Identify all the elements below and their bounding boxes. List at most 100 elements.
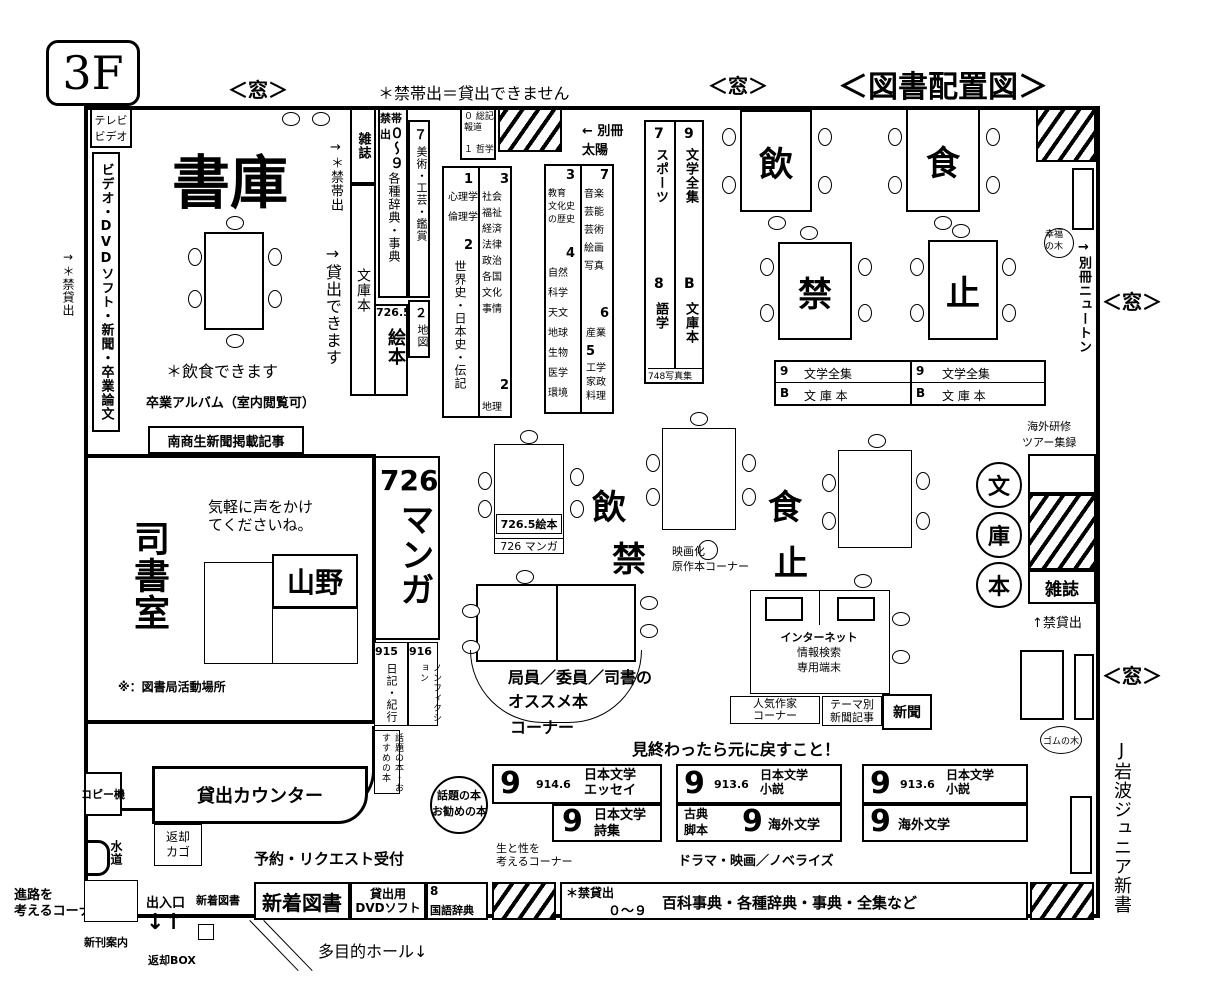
classic-label: 古典 脚本 — [684, 807, 709, 837]
bunko-label: 文庫本 — [683, 302, 698, 344]
return-box-icon — [198, 924, 214, 940]
general-philosophy-shelf: ０ 総記 報道 １ 哲学 — [460, 108, 496, 160]
entrance-arrows-icon: ↓↑ — [146, 910, 183, 935]
chair — [910, 304, 924, 322]
side-shelf — [1074, 654, 1094, 720]
diary-shelf: 915 日記・紀行 — [374, 642, 408, 726]
window-label-top-left: ＜窓＞ — [228, 78, 288, 102]
shelf-divider — [674, 122, 676, 368]
dvd-loan-shelf: 貸出用 DVDソフト — [350, 882, 426, 920]
bunko-circle: 文 — [976, 462, 1022, 508]
separate-newton: →別冊ニュートン — [1076, 240, 1091, 354]
chair — [934, 216, 952, 230]
stacks-no-loan-arrow: →＊禁帯出 — [328, 140, 343, 212]
drama-label: ドラマ・映画／ノベライズ — [678, 854, 834, 869]
lit-label: 海外文学 — [768, 818, 821, 833]
manga-label: マンガ — [394, 502, 434, 607]
table-divider — [556, 584, 558, 662]
hatched-bottom-1 — [492, 882, 556, 920]
career-corner: 進路を 考えるコーナー — [14, 888, 105, 919]
chair — [952, 224, 970, 238]
internet-terminal: インターネット 情報検索 専用端末 — [750, 590, 890, 694]
lit-label: 日本文学 小説 — [760, 768, 809, 796]
lit-collection-num: 9 — [684, 126, 694, 142]
nonfiction-num: 916 — [409, 645, 432, 658]
no-eat-table-ban: 禁 — [778, 242, 852, 340]
chair — [986, 176, 1000, 194]
chair — [312, 112, 330, 126]
librarian-room-title: 司書室 — [128, 520, 169, 631]
nonfiction-label: ノンフィクション — [418, 663, 441, 723]
lit-shelf-essay: 9 914.6 日本文学 エッセイ — [492, 764, 662, 804]
art-label: 美術・工芸・鑑賞 — [415, 146, 428, 242]
ban-sign-center: 禁 — [612, 540, 646, 580]
window-label-top-mid: ＜窓＞ — [708, 74, 768, 98]
lit-label: 日本文学 小説 — [946, 768, 995, 796]
chair — [854, 574, 872, 588]
topic-label: 話題の本・おすすめの本 — [380, 733, 403, 793]
chair — [570, 468, 584, 486]
lit-shelf-foreign-1: 古典 脚本 9 海外文学 — [676, 804, 842, 842]
entrance: 出入口 — [146, 896, 186, 911]
nonfiction-shelf: 916 ノンフィクション — [408, 642, 441, 726]
lit-shelf-novel-1: 9 913.6 日本文学 小説 — [676, 764, 842, 804]
stacks-table — [204, 232, 264, 330]
terminal-divider — [819, 591, 820, 625]
chair — [282, 112, 300, 126]
chair — [916, 472, 930, 490]
shelf-sports-literature: 7 スポーツ 8 語学 9 文学全集 B 文庫本 748写真集 — [644, 120, 704, 384]
small-table — [1020, 650, 1064, 720]
shelf-divider — [580, 166, 582, 412]
magazine-box: 雑誌 — [1028, 570, 1096, 604]
separate-volume-taiyo: ← 別冊 太陽 — [582, 124, 624, 158]
stop-sign-center: 止 — [774, 544, 808, 584]
no-loan-notice: ＊禁帯出＝貸出できません — [378, 84, 570, 103]
sink — [84, 840, 110, 876]
chair — [268, 248, 282, 266]
chair — [462, 604, 480, 618]
chair — [520, 430, 538, 444]
graduation-album: 卒業アルバム（室内閲覧可） — [146, 396, 315, 411]
chair — [800, 226, 818, 240]
history-label: 世界史・日本史・伝記 — [453, 260, 467, 390]
industry-num: 6 — [600, 306, 610, 321]
lit-big: 9 — [562, 804, 583, 839]
photo-book-label: 748写真集 — [648, 368, 702, 382]
row-num: B — [916, 386, 926, 400]
art-num: ７ — [414, 128, 428, 143]
chair — [818, 176, 832, 194]
row-label: 文学全集 — [804, 367, 853, 381]
manga-shelf: 726 マンガ — [374, 456, 440, 640]
lit-shelf-novel-2: 9 913.6 日本文学 小説 — [862, 764, 1028, 804]
chair — [226, 216, 244, 230]
lit-label: 日本文学 詩集 — [594, 808, 647, 839]
dict-label: 国語辞典 — [430, 904, 474, 917]
language-num: 8 — [654, 276, 664, 292]
row-label: 文学全集 — [942, 367, 991, 381]
music-num: 7 — [600, 168, 610, 183]
row-num: 9 — [780, 364, 789, 378]
row-num: B — [780, 386, 790, 400]
row-divider — [776, 382, 1044, 383]
chair — [722, 128, 736, 146]
chair — [888, 128, 902, 146]
dict-num: 8 — [430, 884, 439, 898]
japanese-dictionary-shelf: 8 国語辞典 — [426, 882, 488, 920]
chair — [268, 290, 282, 308]
internet-sub: 情報検索 専用端末 — [797, 646, 841, 674]
chair — [226, 334, 244, 348]
lit-num: 913.6 — [714, 778, 749, 791]
lit-label: 日本文学 エッセイ — [584, 768, 637, 798]
center-table — [662, 428, 736, 530]
narrow-shelf — [1072, 168, 1094, 230]
psychology-num: 1 — [464, 172, 474, 187]
bottom-reference-shelf: ＊禁貸出 ０～９ 百科事典・各種辞典・事典・全集など — [560, 882, 1028, 920]
drink-sign-center: 飲 — [592, 488, 626, 528]
loan-counter: 貸出カウンター — [152, 766, 368, 824]
stacks-title: 書庫 — [172, 149, 289, 217]
bunko-circle: 本 — [976, 562, 1022, 608]
language-label: 語学 — [653, 302, 668, 330]
chair — [818, 128, 832, 146]
monitor-icon — [765, 597, 803, 621]
chair — [760, 304, 774, 322]
